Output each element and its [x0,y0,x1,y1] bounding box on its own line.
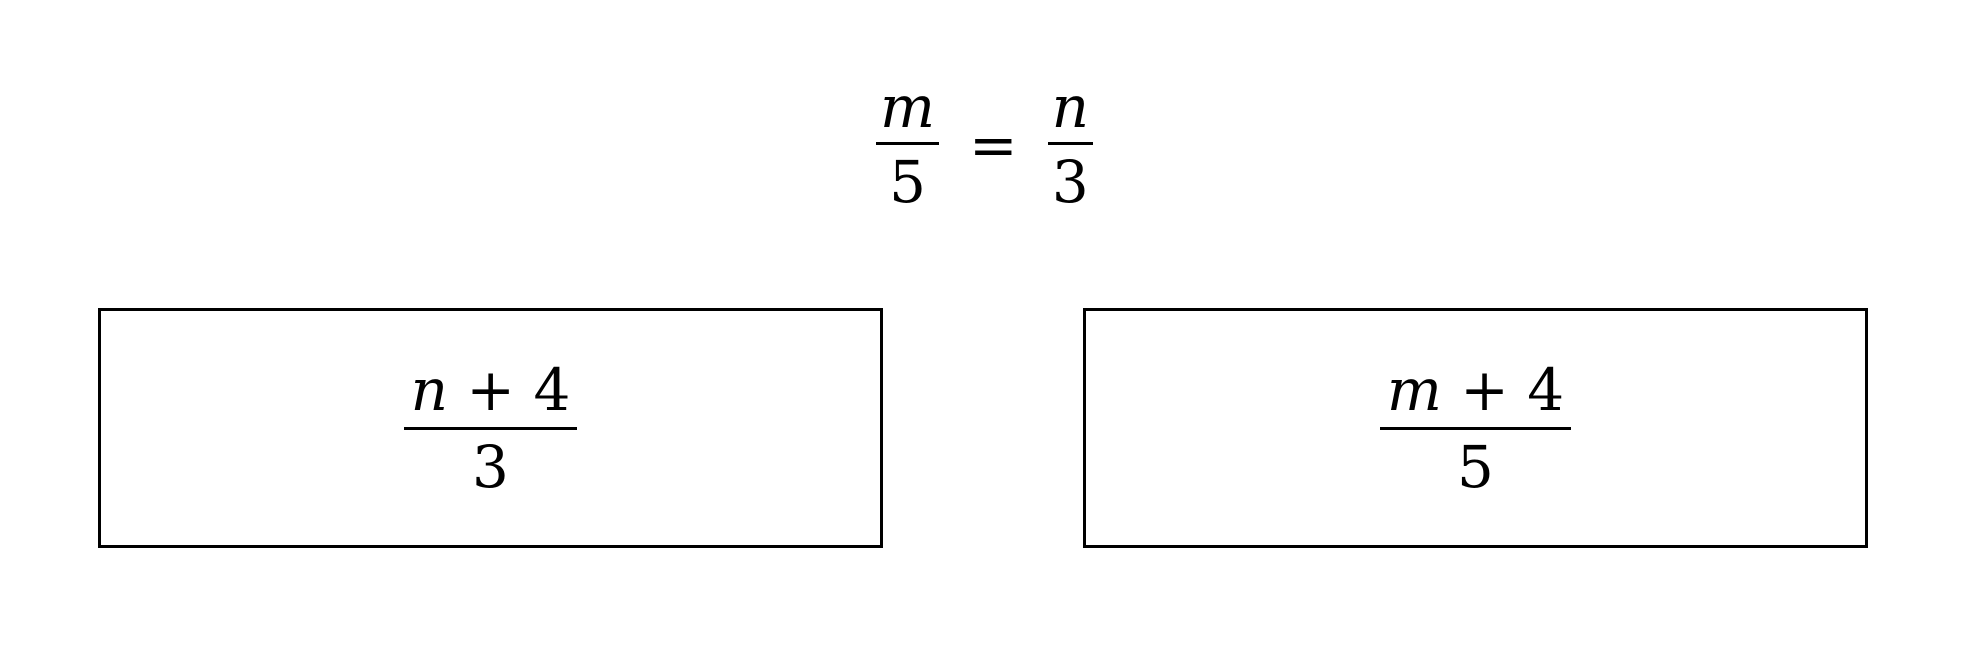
equation: m 5 = n 3 [0,78,1969,211]
choice-left-denominator: 3 [472,432,509,501]
choice-right-fraction: m + 4 5 [1379,361,1572,501]
choice-left-fraction: n + 4 3 [403,361,578,501]
equation-left-numerator: m [880,73,936,141]
equation-left-fraction: m 5 [876,73,940,216]
choice-left-variable: n [410,355,448,424]
equation-left-denominator: 5 [889,148,926,216]
choice-left-numerator: n + 4 [407,361,575,427]
choice-box-right[interactable]: m + 4 5 [1083,308,1868,548]
fraction-bar [876,142,940,145]
equation-right-fraction: n 3 [1047,73,1093,216]
equals-sign: = [969,110,1018,179]
equation-right-numerator: n [1051,73,1089,141]
fraction-bar [403,426,578,430]
fraction-bar [1047,142,1093,145]
choice-box-left[interactable]: n + 4 3 [98,308,883,548]
equation-right-denominator: 3 [1051,148,1089,216]
choice-right-variable: m [1386,355,1442,424]
choice-left-numerator-rest: + 4 [447,355,571,424]
choice-right-numerator: m + 4 [1383,361,1568,427]
choice-right-denominator: 5 [1457,432,1494,501]
choice-right-numerator-rest: + 4 [1441,355,1565,424]
fraction-bar [1379,426,1572,430]
